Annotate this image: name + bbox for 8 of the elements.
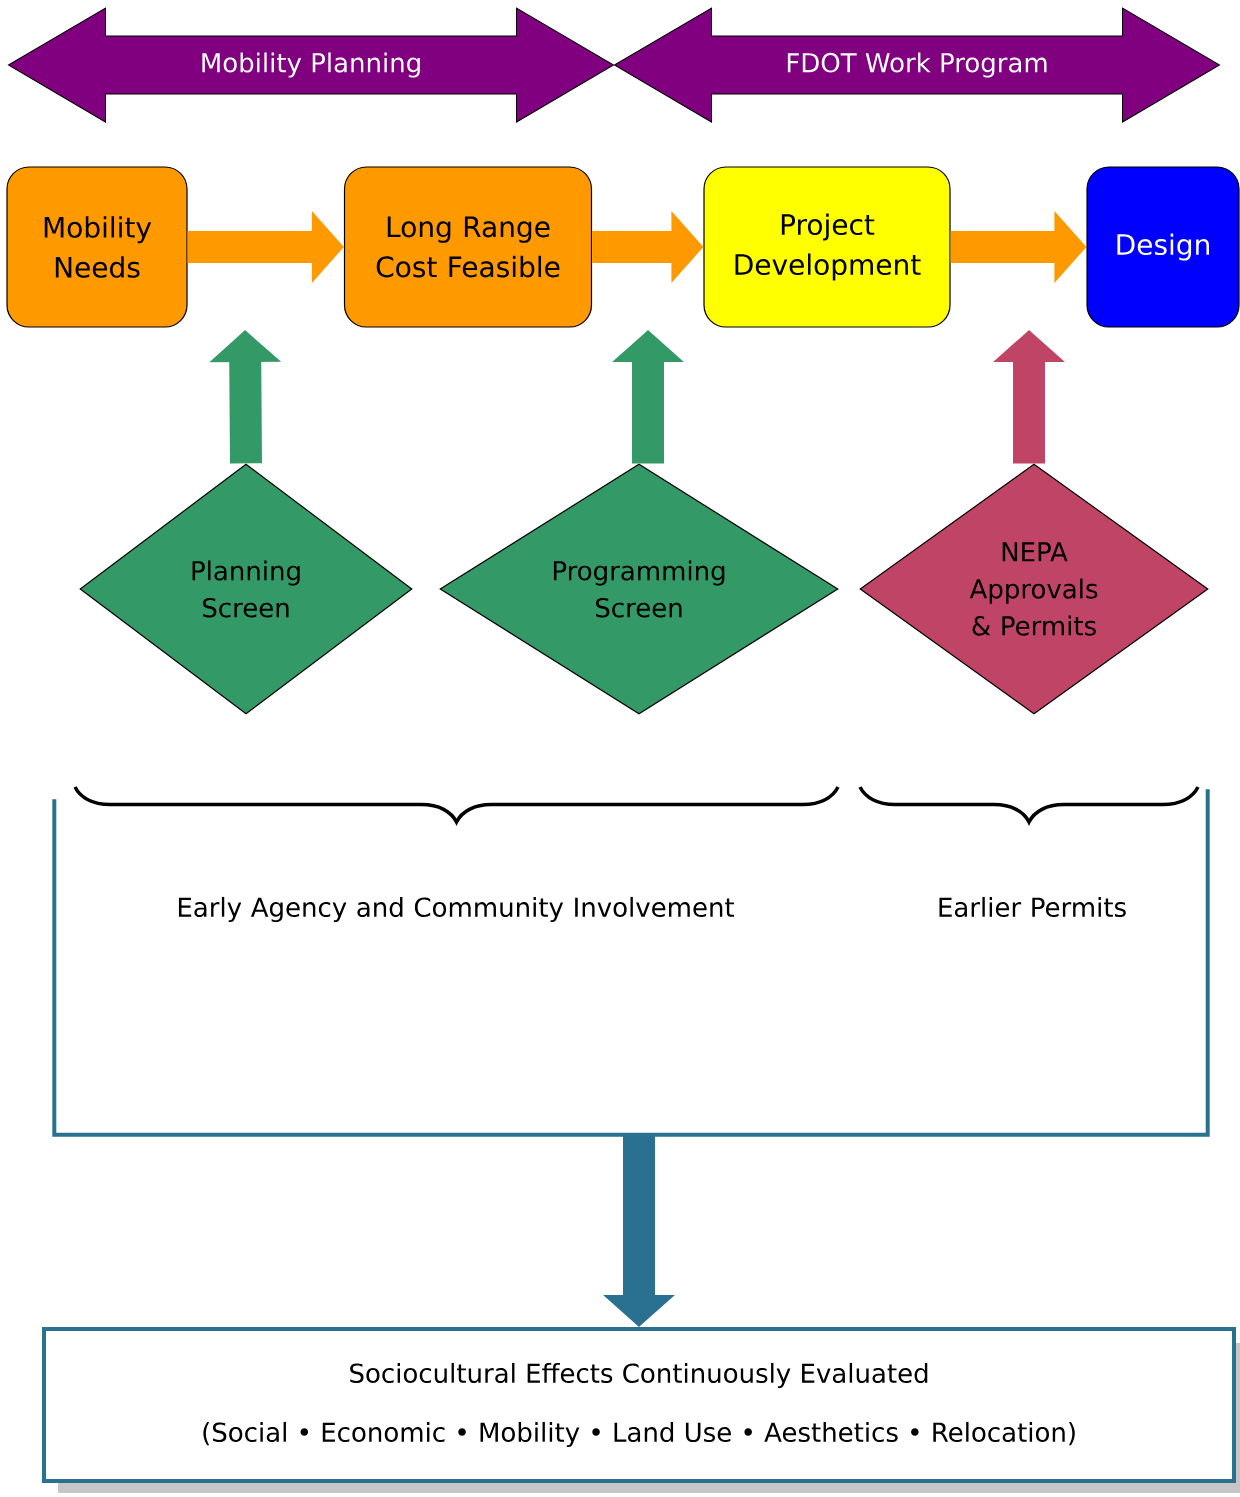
process-box: Project Development [703,166,951,328]
process-box: Design [1086,166,1240,328]
result-box: Sociocultural Effects Continuously Evaluated (Social • Economic • Mobility • Land Use • Aesthetics • Relocation) [42,1327,1240,1493]
double-arrow-banner: Mobility Planning [8,7,614,123]
double-arrow-banner: FDOT Work Program [614,7,1220,123]
process-box: Mobility Needs [6,166,188,328]
bracket-box: Early Agency and Community Involvement Earlier Permits [52,789,1210,1137]
process-box: Long Range Cost Feasible [343,166,593,328]
